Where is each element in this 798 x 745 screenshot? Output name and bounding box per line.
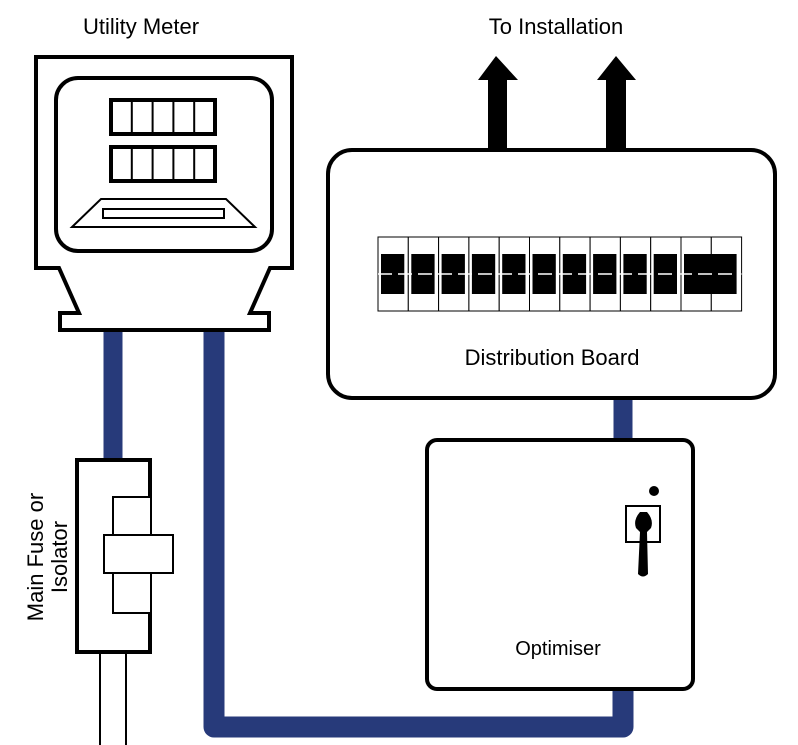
fuse-holder	[103, 534, 174, 574]
optimiser	[425, 438, 695, 691]
breaker-toggle	[502, 254, 526, 294]
meter-disc-slot	[102, 208, 225, 219]
breaker-toggle	[381, 254, 405, 294]
indicator-led	[649, 486, 659, 496]
breaker-toggle	[623, 254, 647, 294]
optimiser-label: Optimiser	[515, 638, 601, 660]
switch-lever-icon	[635, 512, 652, 577]
utility-meter-label: Utility Meter	[83, 14, 199, 39]
meter-dial-bottom	[109, 145, 217, 183]
main-fuse-label-line1: Main Fuse or	[23, 493, 48, 621]
utility-meter	[34, 55, 294, 332]
supply-lines	[99, 652, 127, 745]
breaker-toggle	[441, 254, 465, 294]
breaker-toggle	[562, 254, 587, 294]
to-installation-label: To Installation	[489, 14, 624, 39]
arrow-up-left-icon	[478, 56, 518, 153]
main-fuse-isolator	[75, 458, 174, 654]
distribution-board-label: Distribution Board	[465, 345, 640, 370]
cables	[103, 330, 634, 738]
installation-arrows	[478, 56, 636, 153]
distribution-board	[326, 148, 777, 400]
main-fuse-label-line2: Isolator	[47, 521, 72, 593]
main-fuse-label: Main Fuse or Isolator	[23, 493, 72, 621]
arrow-up-right-icon	[597, 56, 636, 153]
breaker-rail	[377, 236, 743, 312]
optimiser-enclosure	[425, 438, 695, 691]
meter-dial-top	[109, 98, 217, 136]
meter-to-optimiser-cable	[203, 330, 634, 738]
